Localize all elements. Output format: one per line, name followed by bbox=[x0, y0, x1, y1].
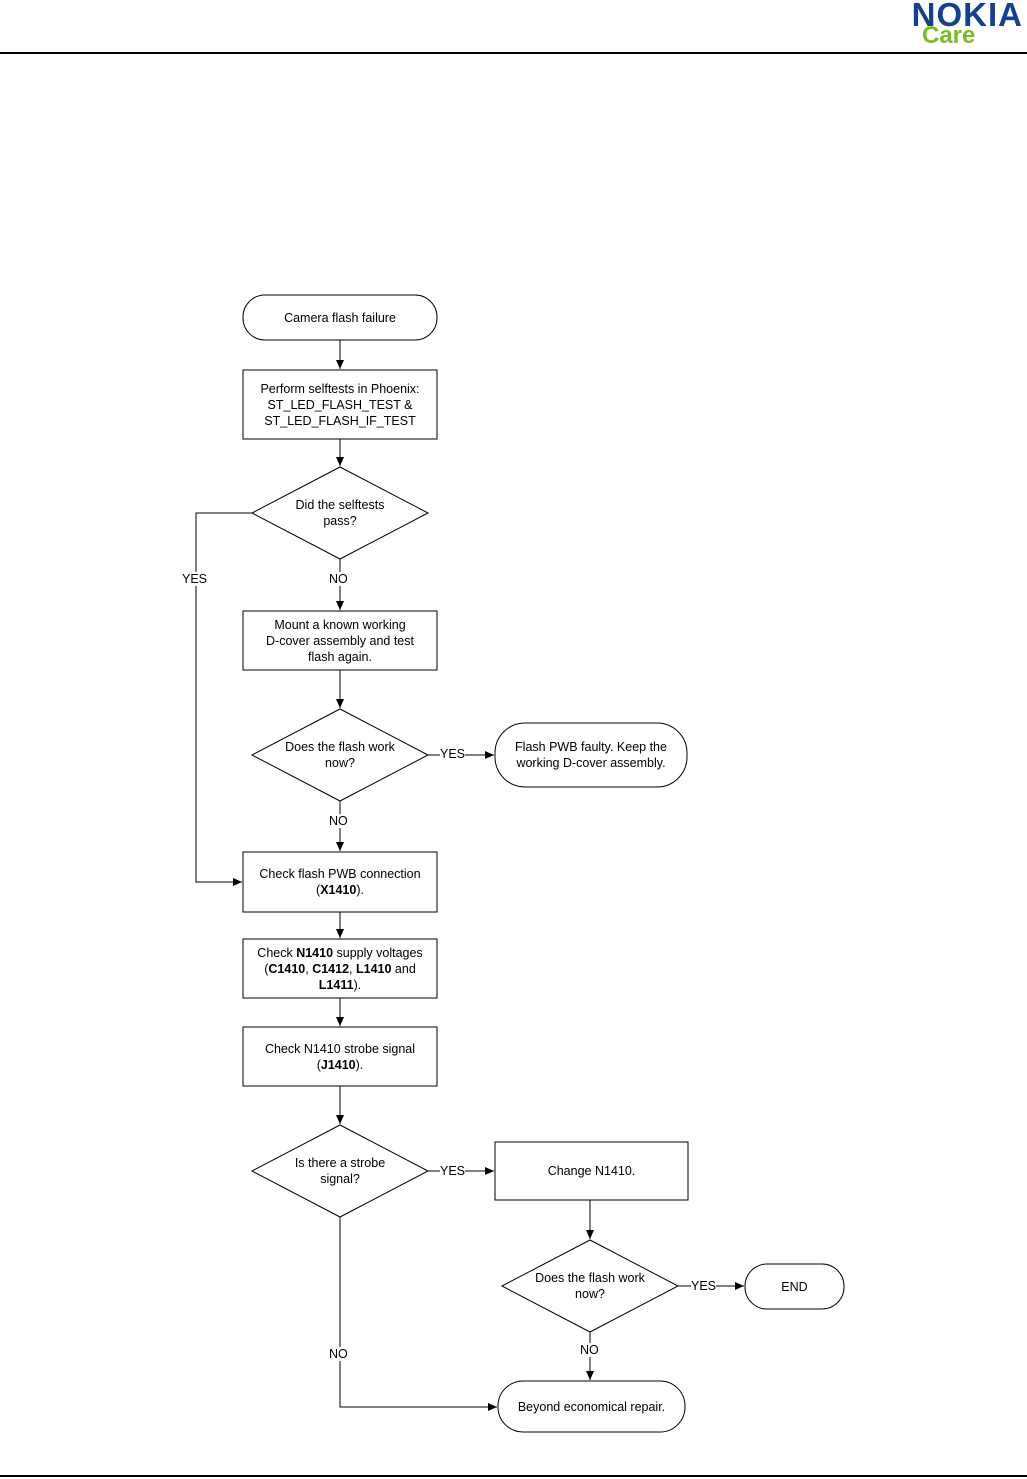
start-label: Camera flash failure bbox=[284, 310, 396, 325]
logo-sub: Care bbox=[922, 22, 976, 49]
no-label-work2: NO bbox=[580, 1343, 599, 1357]
arrow-strobe-no-ber bbox=[339, 1217, 497, 1411]
no-label-work1: NO bbox=[329, 814, 348, 828]
yes-label-work1: YES bbox=[440, 747, 466, 761]
selftest-question: Did the selftests pass? bbox=[295, 498, 385, 528]
strobe-question: Is there a strobe signal? bbox=[294, 1156, 386, 1186]
change-box bbox=[494, 1141, 689, 1201]
no-label-strobe: NO bbox=[329, 1347, 348, 1361]
pwb-faulty-label: Flash PWB faulty. Keep the working D-cov… bbox=[515, 740, 667, 770]
yes-label-selftest: YES bbox=[182, 572, 208, 586]
mount-label: Mount a known working D-cover assembly a… bbox=[266, 617, 414, 664]
mount-box bbox=[242, 610, 438, 671]
change-label: Change N1410. bbox=[547, 1164, 636, 1178]
header-rule bbox=[0, 52, 1027, 54]
logo-brand: NOKIA bbox=[911, 0, 1023, 33]
no-label-selftest: NO bbox=[329, 572, 348, 586]
work1-question: Does the flash work now? bbox=[285, 740, 395, 770]
ber-terminal bbox=[497, 1380, 686, 1433]
work2-question: Does the flash work now? bbox=[535, 1271, 645, 1301]
yes-label-work2: YES bbox=[691, 1279, 717, 1293]
nokia-care-logo: NOKIA Care bbox=[883, 0, 1023, 50]
check-strobe-box bbox=[242, 1026, 438, 1087]
selftest-label: Perform selftests in Phoenix: ST_LED_FLA… bbox=[260, 381, 420, 428]
check-pwb-label: Check flash PWB connection (X1410). bbox=[259, 867, 421, 897]
end-terminal bbox=[744, 1263, 845, 1310]
check-voltages-label: Check N1410 supply voltages (C1410, C141… bbox=[257, 945, 423, 992]
arrow-yes-bypass bbox=[195, 512, 252, 886]
footer-rule bbox=[0, 1475, 1027, 1477]
ber-label: Beyond economical repair. bbox=[517, 1399, 666, 1414]
check-voltages-box bbox=[242, 938, 438, 999]
yes-label-strobe: YES bbox=[440, 1164, 466, 1178]
check-strobe-label: Check N1410 strobe signal (J1410). bbox=[264, 1041, 416, 1072]
pwb-faulty-terminal bbox=[494, 722, 688, 788]
end-label: END bbox=[781, 1279, 808, 1294]
